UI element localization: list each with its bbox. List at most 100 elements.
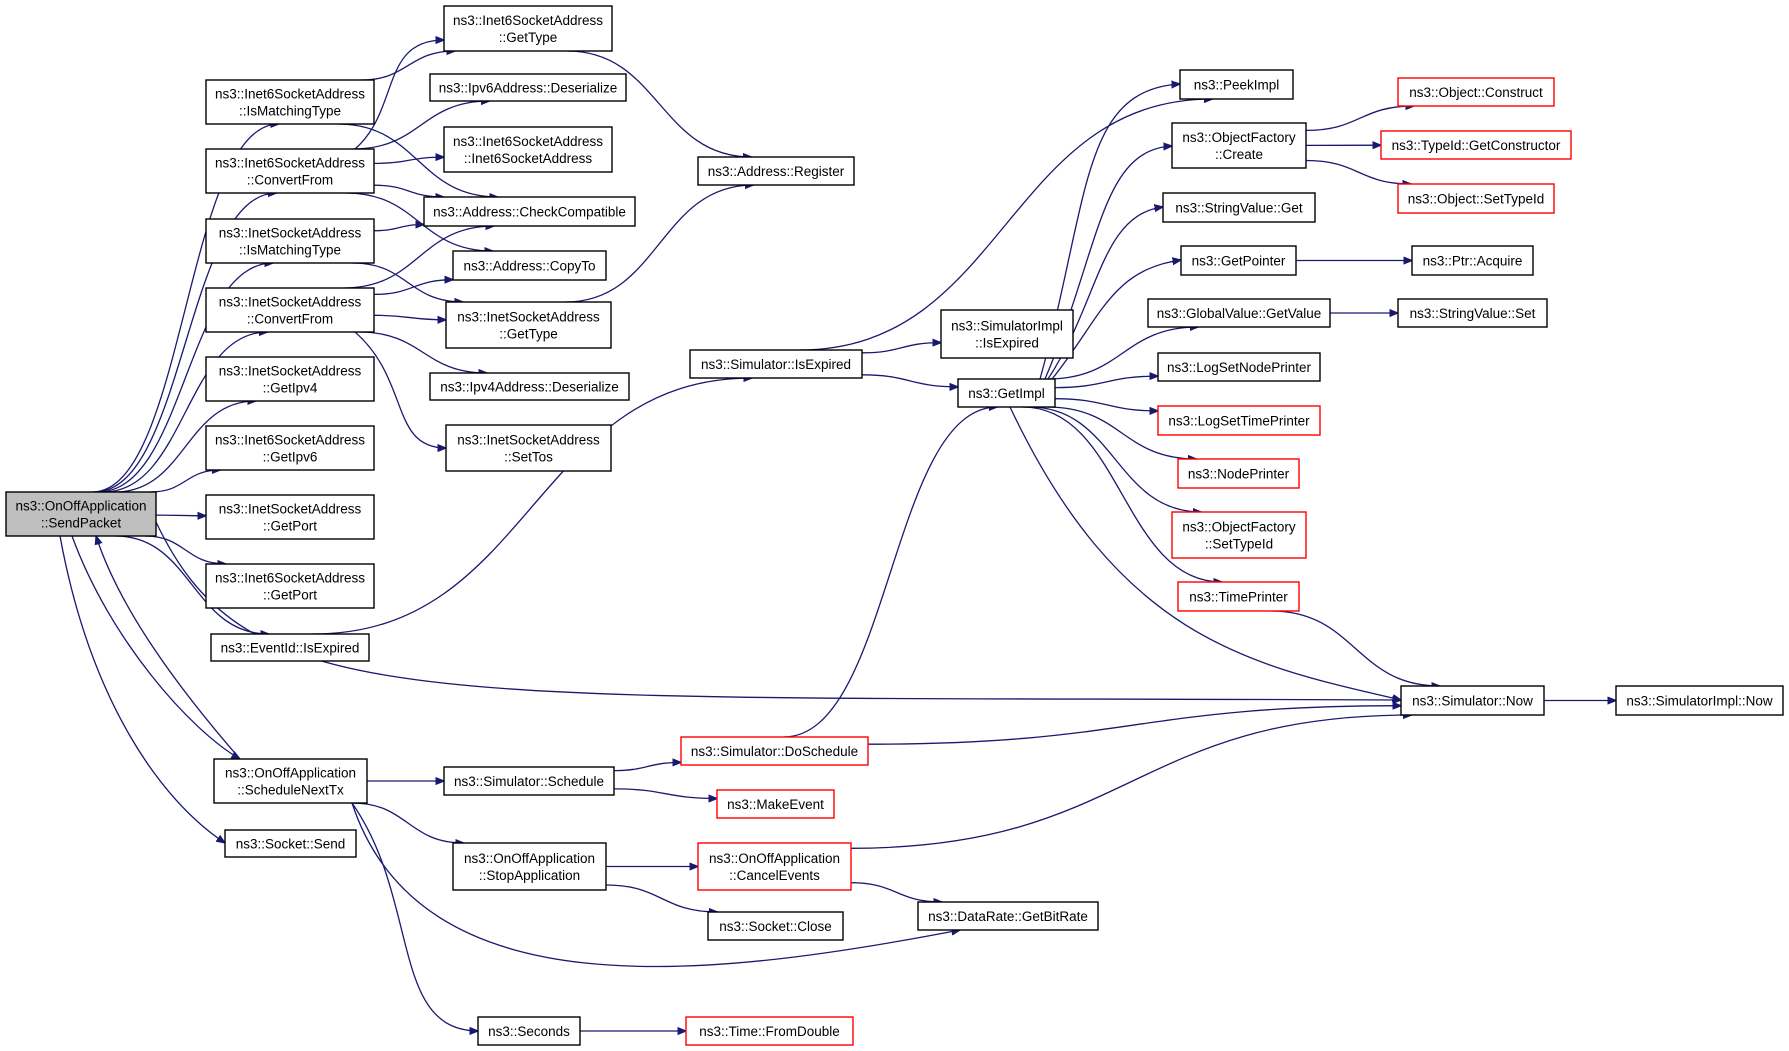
node-label: ns3::OnOffApplication xyxy=(15,499,146,514)
edge-schedule_next-to-root xyxy=(96,536,241,760)
node-socket-close[interactable]: ns3::Socket::Close xyxy=(707,911,844,941)
node-simimpl-isexp[interactable]: ns3::SimulatorImpl::IsExpired xyxy=(940,309,1074,359)
node-sim-isexpired[interactable]: ns3::Simulator::IsExpired xyxy=(689,349,863,379)
node-simimpl-now[interactable]: ns3::SimulatorImpl::Now xyxy=(1615,685,1784,716)
node-label: ns3::PeekImpl xyxy=(1194,78,1280,93)
node-box xyxy=(1179,69,1294,100)
node-box xyxy=(443,766,615,796)
node-obj-settypeid[interactable]: ns3::Object::SetTypeId xyxy=(1397,183,1555,214)
node-label: ::SendPacket xyxy=(41,516,122,531)
node-box xyxy=(940,309,1074,359)
node-box xyxy=(205,494,375,540)
edge-root-to-socket_send xyxy=(59,535,225,843)
node-box xyxy=(205,563,375,609)
node-ipv6-deser[interactable]: ns3::Ipv6Address::Deserialize xyxy=(429,73,627,102)
node-stringvalue-set[interactable]: ns3::StringValue::Set xyxy=(1397,298,1548,328)
node-label: ns3::Address::CopyTo xyxy=(463,259,595,274)
node-box xyxy=(205,287,375,333)
node-seconds[interactable]: ns3::Seconds xyxy=(477,1016,581,1046)
node-objfactory-settype[interactable]: ns3::ObjectFactory::SetTypeId xyxy=(1171,511,1307,559)
node-label: ::StopApplication xyxy=(479,868,580,883)
node-box xyxy=(689,349,863,379)
node-time-fromdouble[interactable]: ns3::Time::FromDouble xyxy=(685,1016,854,1046)
node-globalvalue-get[interactable]: ns3::GlobalValue::GetValue xyxy=(1147,298,1331,328)
edge-i6_convert-to-check_compat xyxy=(373,184,444,197)
node-label: ns3::Ipv6Address::Deserialize xyxy=(439,81,618,96)
node-label: ns3::Seconds xyxy=(488,1024,570,1039)
node-box xyxy=(697,842,852,891)
node-box xyxy=(917,901,1099,931)
node-i4-getport[interactable]: ns3::InetSocketAddress::GetPort xyxy=(205,494,375,540)
node-label: ::SetTypeId xyxy=(1205,537,1273,552)
edge-i4_convert-to-i4_settos xyxy=(354,331,446,448)
node-ipv4-deser[interactable]: ns3::Ipv4Address::Deserialize xyxy=(429,372,630,401)
node-label: ns3::DataRate::GetBitRate xyxy=(928,909,1088,924)
node-socket-send[interactable]: ns3::Socket::Send xyxy=(224,829,357,858)
node-event-isexpired[interactable]: ns3::EventId::IsExpired xyxy=(210,633,370,662)
node-label: ns3::InetSocketAddress xyxy=(457,310,600,325)
node-objfactory-create[interactable]: ns3::ObjectFactory::Create xyxy=(1171,122,1307,169)
node-label: ::GetType xyxy=(499,30,558,45)
node-box xyxy=(680,736,869,766)
edge-i4_gettype-to-addr_register xyxy=(565,185,754,303)
edge-time_printer-to-sim_now xyxy=(1271,610,1440,686)
node-i4-settos[interactable]: ns3::InetSocketAddress::SetTos xyxy=(445,424,612,472)
node-box xyxy=(429,372,630,401)
node-i6-matching[interactable]: ns3::Inet6SocketAddress::IsMatchingType xyxy=(205,79,375,125)
node-i4-convert[interactable]: ns3::InetSocketAddress::ConvertFrom xyxy=(205,287,375,333)
node-i4-gettype[interactable]: ns3::InetSocketAddress::GetType xyxy=(445,301,612,349)
node-addr-register[interactable]: ns3::Address::Register xyxy=(697,156,855,186)
node-obj-construct[interactable]: ns3::Object::Construct xyxy=(1397,77,1555,107)
function-nodes: ns3::OnOffApplication::SendPacketns3::In… xyxy=(5,5,1784,1046)
edge-root-to-i4_matching xyxy=(97,263,273,493)
node-peekimpl[interactable]: ns3::PeekImpl xyxy=(1179,69,1294,100)
node-schedule-next[interactable]: ns3::OnOffApplication::ScheduleNextTx xyxy=(213,758,368,804)
edge-getimpl-to-objfactory_settype xyxy=(1029,406,1201,512)
node-i6-getport[interactable]: ns3::Inet6SocketAddress::GetPort xyxy=(205,563,375,609)
node-copy-to[interactable]: ns3::Address::CopyTo xyxy=(452,250,607,281)
node-time-printer[interactable]: ns3::TimePrinter xyxy=(1177,581,1300,612)
node-box xyxy=(205,356,375,402)
node-datarate-getbit[interactable]: ns3::DataRate::GetBitRate xyxy=(917,901,1099,931)
node-getimpl[interactable]: ns3::GetImpl xyxy=(957,378,1056,408)
node-check-compat[interactable]: ns3::Address::CheckCompatible xyxy=(423,196,636,227)
node-label: ns3::NodePrinter xyxy=(1188,467,1290,482)
node-label: ns3::Object::Construct xyxy=(1409,85,1543,100)
node-label: ns3::Inet6SocketAddress xyxy=(215,87,365,102)
node-label: ns3::Simulator::DoSchedule xyxy=(691,744,858,759)
node-typeid-getctor[interactable]: ns3::TypeId::GetConstructor xyxy=(1380,130,1572,160)
node-i6-ctor[interactable]: ns3::Inet6SocketAddress::Inet6SocketAddr… xyxy=(443,126,613,173)
node-sim-schedule[interactable]: ns3::Simulator::Schedule xyxy=(443,766,615,796)
node-label: ns3::Inet6SocketAddress xyxy=(215,156,365,171)
node-i4-getipv4[interactable]: ns3::InetSocketAddress::GetIpv4 xyxy=(205,356,375,402)
node-label: ns3::StringValue::Get xyxy=(1175,201,1303,216)
node-make-event[interactable]: ns3::MakeEvent xyxy=(716,789,835,819)
node-box xyxy=(443,126,613,173)
node-i6-gettype[interactable]: ns3::Inet6SocketAddress::GetType xyxy=(443,5,613,52)
node-log-node-printer[interactable]: ns3::LogSetNodePrinter xyxy=(1157,352,1321,382)
node-sim-now[interactable]: ns3::Simulator::Now xyxy=(1400,685,1545,716)
node-getpointer[interactable]: ns3::GetPointer xyxy=(1180,245,1297,276)
node-cancel-events[interactable]: ns3::OnOffApplication::CancelEvents xyxy=(697,842,852,891)
node-sim-doschedule[interactable]: ns3::Simulator::DoSchedule xyxy=(680,736,869,766)
node-label: ::GetType xyxy=(499,327,558,342)
node-box xyxy=(452,250,607,281)
node-i4-matching[interactable]: ns3::InetSocketAddress::IsMatchingType xyxy=(205,218,375,264)
node-stringvalue-get[interactable]: ns3::StringValue::Get xyxy=(1162,192,1316,223)
node-node-printer[interactable]: ns3::NodePrinter xyxy=(1177,458,1300,489)
node-i6-convert[interactable]: ns3::Inet6SocketAddress::ConvertFrom xyxy=(205,148,375,194)
node-box xyxy=(1397,77,1555,107)
edge-root-to-i6_getipv6 xyxy=(150,470,221,493)
node-box xyxy=(205,218,375,264)
edge-event_isexpired-to-sim_isexpired xyxy=(313,378,752,635)
node-i6-getipv6[interactable]: ns3::Inet6SocketAddress::GetIpv6 xyxy=(205,425,375,471)
node-label: ns3::Simulator::Schedule xyxy=(454,774,604,789)
node-label: ::GetIpv6 xyxy=(263,450,318,465)
node-label: ns3::InetSocketAddress xyxy=(219,295,362,310)
edge-sim_schedule-to-make_event xyxy=(613,788,717,799)
edge-cancel_events-to-sim_now xyxy=(850,715,1412,849)
node-log-time-printer[interactable]: ns3::LogSetTimePrinter xyxy=(1157,405,1321,436)
node-stop-app[interactable]: ns3::OnOffApplication::StopApplication xyxy=(452,842,607,891)
node-ptr-acquire[interactable]: ns3::Ptr::Acquire xyxy=(1411,245,1534,276)
node-root[interactable]: ns3::OnOffApplication::SendPacket xyxy=(5,491,157,537)
